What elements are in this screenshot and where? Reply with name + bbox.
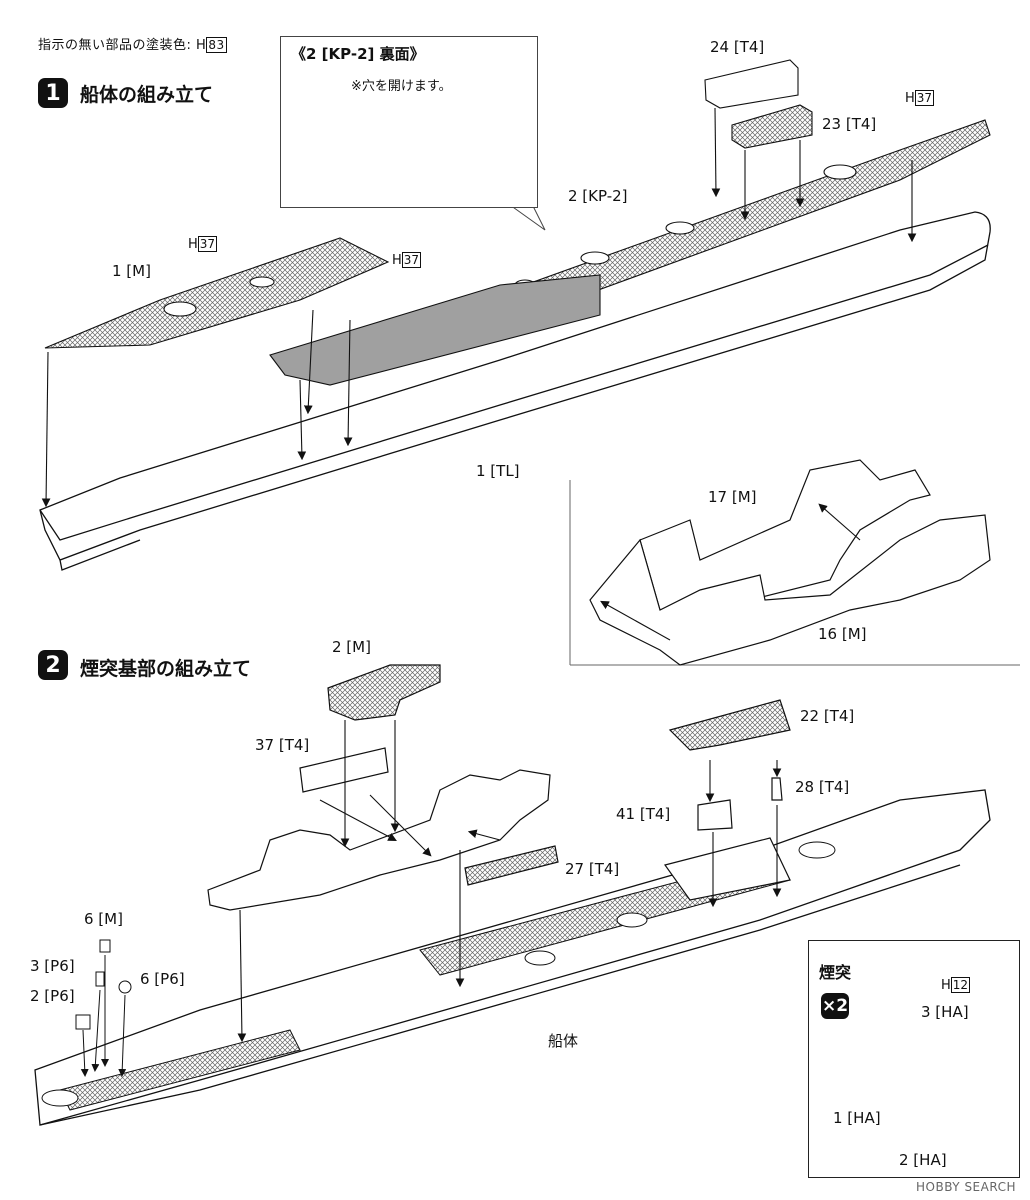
- color-h37-a-code: 37: [914, 90, 935, 106]
- label-23-t4: 23 [T4]: [822, 115, 877, 133]
- label-24-t4: 24 [T4]: [710, 38, 765, 56]
- step1-badge: 1: [38, 78, 68, 108]
- color-h37-c-code: 37: [401, 252, 422, 268]
- color-h37-b-code: 37: [197, 236, 218, 252]
- label-2-ha: 2 [HA]: [899, 1151, 947, 1169]
- frame-17m-16m: [589, 459, 991, 666]
- bow-deck-1m: [44, 237, 390, 349]
- hull-1tl: [39, 211, 991, 571]
- callout-title: 《2 [KP-2] 裏面》: [291, 45, 425, 63]
- label-16-m: 16 [M]: [818, 625, 867, 643]
- label-6-p6: 6 [P6]: [140, 970, 185, 988]
- label-2-p6: 2 [P6]: [30, 987, 75, 1005]
- label-27-t4: 27 [T4]: [565, 860, 620, 878]
- label-37-t4: 37 [T4]: [255, 736, 310, 754]
- label-hull: 船体: [548, 1032, 579, 1050]
- chimney-multiplier: ×2: [821, 993, 849, 1019]
- label-6-m: 6 [M]: [84, 910, 123, 928]
- paint-code: 83: [206, 37, 227, 53]
- label-28-t4: 28 [T4]: [795, 778, 850, 796]
- color-h37-b-prefix: H: [188, 237, 198, 252]
- color-h12-prefix: H: [941, 978, 951, 993]
- step2-title: 煙突基部の組み立て: [80, 658, 252, 680]
- label-22-t4: 22 [T4]: [800, 707, 855, 725]
- paint-note-text: 指示の無い部品の塗装色:: [38, 38, 192, 53]
- label-3-ha: 3 [HA]: [921, 1003, 969, 1021]
- step1-title: 船体の組み立て: [80, 84, 214, 106]
- paint-code-prefix: H: [196, 38, 207, 53]
- mid-deck-gray: [269, 274, 601, 386]
- parts-24-23: [704, 59, 813, 149]
- label-41-t4: 41 [T4]: [616, 805, 671, 823]
- chimney-title: 煙突: [819, 963, 852, 982]
- callout-note: ※穴を開けます。: [351, 79, 452, 94]
- label-1-ha: 1 [HA]: [833, 1109, 881, 1127]
- color-h37-c-prefix: H: [392, 253, 402, 268]
- color-h12-code: 12: [950, 977, 971, 993]
- label-17-m: 17 [M]: [708, 488, 757, 506]
- label-1-tl: 1 [TL]: [476, 462, 520, 480]
- watermark: HOBBY SEARCH: [916, 1180, 1016, 1194]
- label-1-m: 1 [M]: [112, 262, 151, 280]
- color-h37-a-prefix: H: [905, 91, 915, 106]
- label-2-m: 2 [M]: [332, 638, 371, 656]
- funnel-base-assembly: [207, 664, 791, 911]
- label-2-kp2: 2 [KP-2]: [568, 187, 628, 205]
- label-3-p6: 3 [P6]: [30, 957, 75, 975]
- step2-badge: 2: [38, 650, 68, 680]
- callout-box: 《2 [KP-2] 裏面》 ※穴を開けます。: [280, 36, 538, 208]
